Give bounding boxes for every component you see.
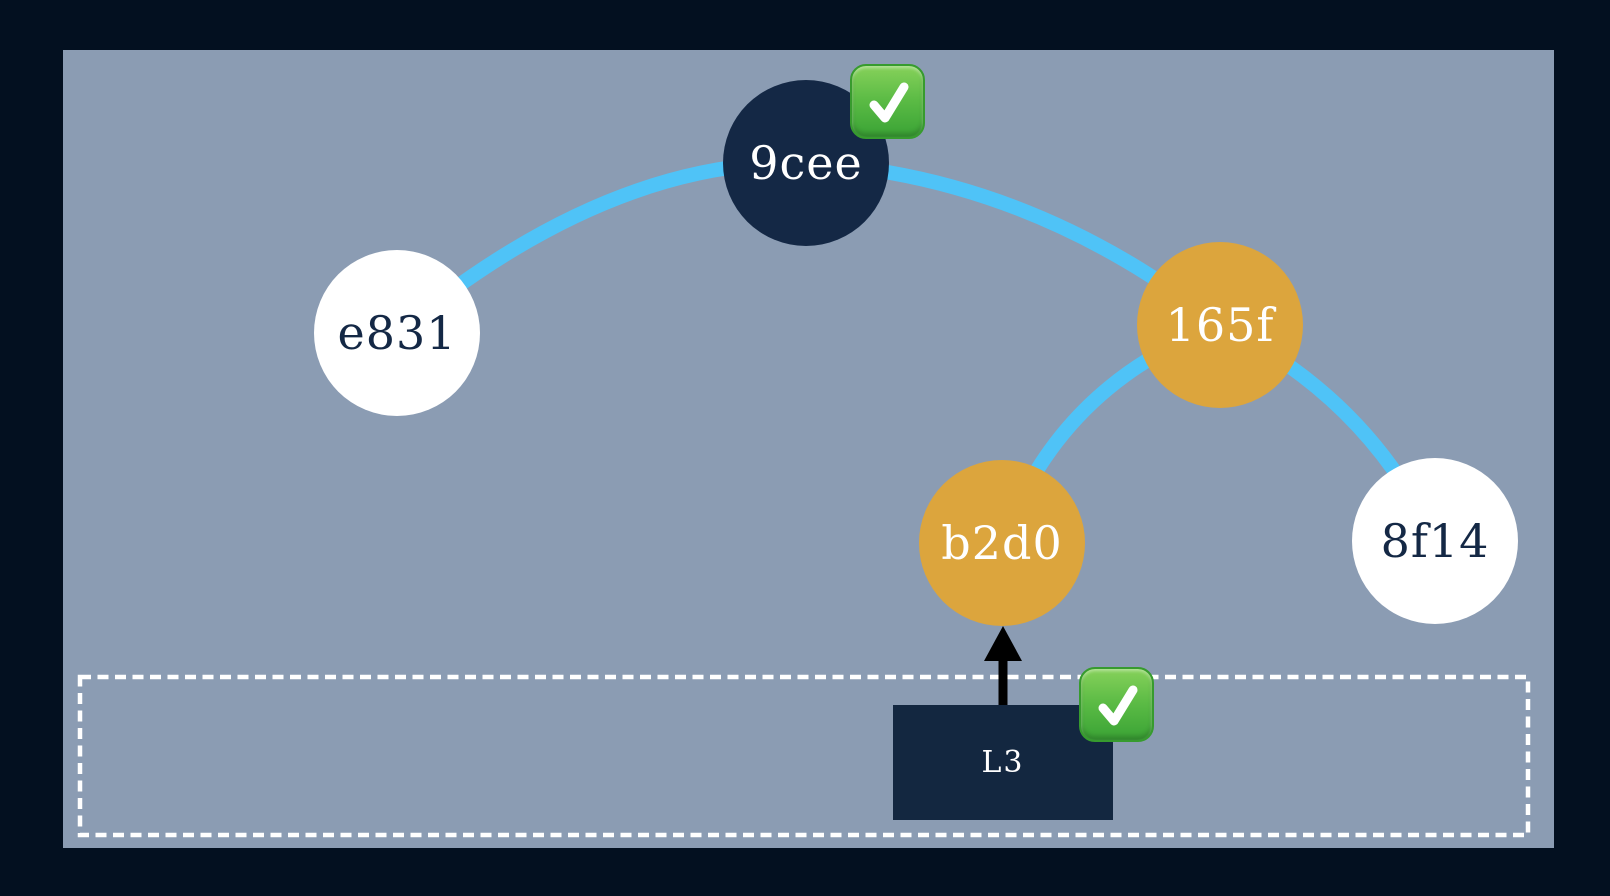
l3-box-label: L3 — [981, 745, 1025, 780]
node-label: 8f14 — [1380, 514, 1490, 568]
l3-box[interactable]: L3 — [893, 705, 1113, 820]
dashed-drop-zone — [77, 674, 1531, 838]
node-label: 9cee — [749, 136, 863, 190]
check-badge-l3 — [1079, 667, 1154, 742]
node-165f[interactable]: 165f — [1137, 242, 1303, 408]
node-label: e831 — [337, 306, 457, 360]
node-8f14[interactable]: 8f14 — [1352, 458, 1518, 624]
node-label: b2d0 — [941, 516, 1063, 570]
node-b2d0[interactable]: b2d0 — [919, 460, 1085, 626]
canvas-panel: 9cee e831 165f b2d0 8f14 L3 — [63, 50, 1554, 848]
check-badge-9cee — [850, 64, 925, 139]
check-icon — [869, 82, 908, 122]
arrow-head-l3-to-b2d0 — [984, 626, 1022, 661]
node-label: 165f — [1165, 298, 1275, 352]
check-icon — [1098, 685, 1137, 725]
node-e831[interactable]: e831 — [314, 250, 480, 416]
node-9cee[interactable]: 9cee — [723, 80, 889, 246]
